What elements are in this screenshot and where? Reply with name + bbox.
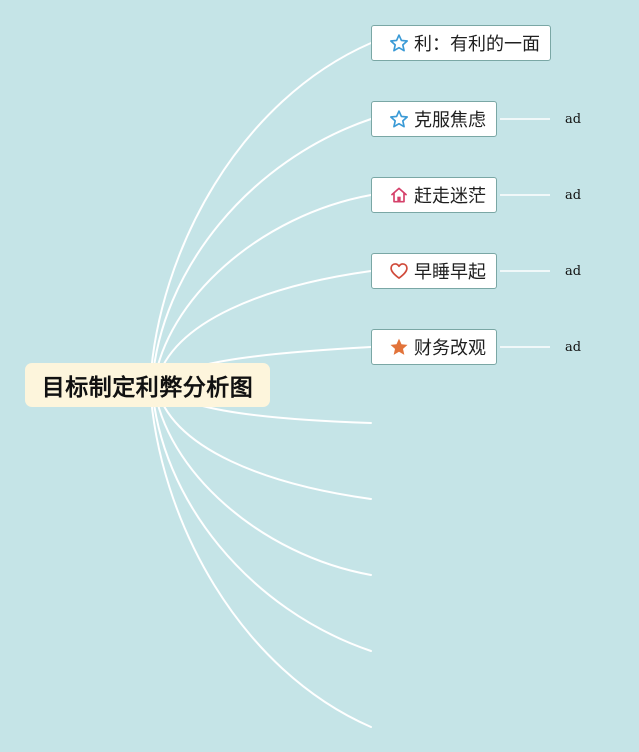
note-early-sleep: ad (565, 264, 582, 279)
central-topic-label: 目标制定利弊分析图 (41, 375, 254, 401)
outline-star-icon (389, 33, 409, 53)
topic-finance-improvement-label: 财务改观 (414, 338, 486, 359)
branch-line-empty-3 (153, 384, 372, 576)
note-connectors (500, 118, 550, 348)
heart-icon (389, 261, 409, 281)
topic-dispel-confusion[interactable]: 赶走迷茫 (371, 177, 497, 213)
central-topic[interactable]: 目标制定利弊分析图 (25, 363, 270, 407)
house-icon (389, 185, 409, 205)
branch-line-3 (153, 194, 372, 386)
topic-finance-improvement[interactable]: 财务改观 (371, 329, 497, 365)
topic-early-sleep[interactable]: 早睡早起 (371, 253, 497, 289)
branch-line-empty-4 (151, 384, 372, 652)
note-dispel-confusion: ad (565, 188, 582, 203)
topic-early-sleep-label: 早睡早起 (414, 262, 486, 283)
topic-pros[interactable]: 利：有利的一面 (371, 25, 551, 61)
branch-line-4 (155, 270, 372, 386)
topic-pros-label: 利：有利的一面 (414, 34, 540, 55)
filled-star-icon (389, 337, 409, 357)
branch-line-2 (151, 118, 372, 386)
branch-line-empty-5 (149, 384, 372, 728)
topic-overcome-anxiety[interactable]: 克服焦虑 (371, 101, 497, 137)
branch-line-empty-2 (155, 384, 372, 500)
note-overcome-anxiety: ad (565, 112, 582, 127)
topic-dispel-confusion-label: 赶走迷茫 (414, 186, 486, 207)
topic-overcome-anxiety-label: 克服焦虑 (414, 110, 486, 131)
outline-star-icon (389, 109, 409, 129)
branch-line-1 (149, 42, 372, 386)
note-finance-improvement: ad (565, 340, 582, 355)
